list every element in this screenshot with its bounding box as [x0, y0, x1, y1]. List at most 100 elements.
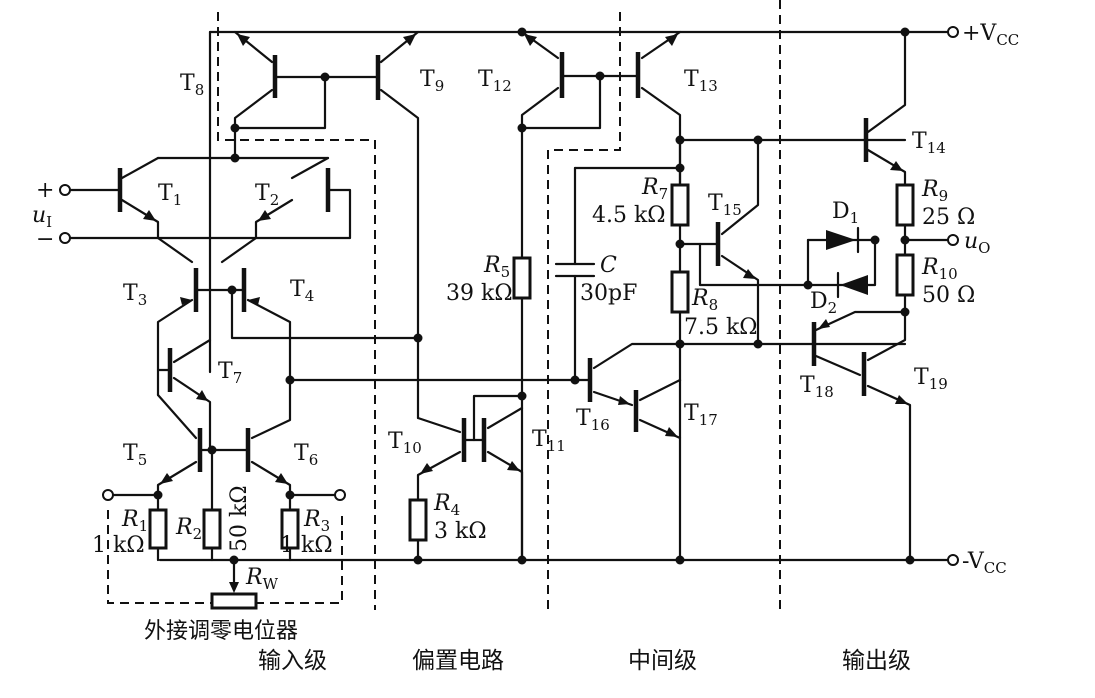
junction-dot: [803, 280, 813, 290]
section-mid-label: 中间级: [628, 648, 697, 674]
t19-emitter: [866, 310, 907, 362]
d2-diode: [840, 275, 868, 295]
t15-label: T15: [708, 191, 742, 219]
r2-value: 50 kΩ: [227, 485, 252, 552]
section-captions: 外接调零电位器 输入级 偏置电路 中间级 输出级: [144, 619, 911, 674]
t9-collector: [379, 88, 420, 420]
t1-label: T1: [158, 181, 182, 209]
t2-emitter: [220, 198, 294, 264]
r4-value: 3 kΩ: [434, 519, 487, 544]
t8-collector: [233, 88, 274, 160]
r10-label: R10: [921, 255, 958, 283]
junction-dot: [675, 339, 685, 349]
section-output-label: 输出级: [842, 648, 911, 674]
t17-collector: [638, 378, 682, 402]
vcc-terminal: [947, 26, 959, 38]
t3-collector: [156, 298, 194, 397]
t18-collector: [814, 354, 862, 377]
c-capacitor: [554, 262, 596, 278]
t8-arrow: [237, 34, 250, 46]
r8-value: 7.5 kΩ: [684, 315, 758, 340]
t10-emitter: [416, 450, 462, 502]
junction-dot: [905, 555, 915, 565]
input-plus-terminal: [59, 184, 71, 196]
rw-potentiometer: [210, 592, 258, 610]
vcc-label: +VCC: [962, 21, 1019, 49]
junction-dot: [675, 135, 685, 145]
input-plus-sign: +: [36, 178, 54, 203]
t1-arrow: [143, 210, 156, 221]
junction-dot: [517, 391, 527, 401]
r8-resistor: [670, 270, 690, 314]
t11-emitter: [486, 450, 524, 562]
t10-collector: [416, 416, 462, 434]
junction-dot: [675, 163, 685, 173]
t13-arrow: [665, 34, 678, 46]
t8-diode-link: [233, 75, 327, 130]
c-value: 30pF: [580, 281, 637, 306]
t7-arrow: [196, 390, 208, 401]
t2-collector: [290, 156, 330, 180]
t5-arrow: [160, 473, 173, 484]
input-label: uI: [32, 203, 52, 231]
vee-label: -VCC: [962, 549, 1007, 577]
t16-collector: [592, 342, 907, 370]
t14-arrow: [890, 161, 903, 171]
junction-dot: [227, 285, 237, 295]
junction-dot: [900, 307, 910, 317]
junction-dot: [230, 153, 240, 163]
junction-dot: [675, 555, 685, 565]
r1-resistor: [148, 508, 168, 550]
junction-dot: [675, 239, 685, 249]
rw-wiper-arrow: [229, 582, 239, 593]
middle-stage: [554, 138, 907, 562]
junction-dot: [595, 71, 605, 81]
r3-label: R3: [303, 507, 330, 535]
junction-dot: [900, 235, 910, 245]
vee-terminal: [947, 554, 959, 566]
t3-arrow: [180, 297, 192, 305]
junction-dot: [517, 123, 527, 133]
t13-collector: [640, 86, 682, 187]
d2-label: D2: [810, 289, 837, 317]
junction-dot: [753, 135, 763, 145]
r8-label: R8: [691, 286, 718, 314]
junction-dot: [517, 27, 527, 37]
input-minus-sign: −: [36, 227, 54, 252]
t18-label: T18: [800, 373, 834, 401]
t6-collector: [250, 378, 292, 440]
r5-value: 39 kΩ: [446, 281, 513, 306]
t19-label: T19: [914, 365, 948, 393]
c-label: C: [600, 253, 617, 278]
r9-label: R9: [921, 177, 948, 205]
r4-label: R4: [433, 491, 460, 519]
t15-collector: [720, 138, 760, 236]
t6-label: T6: [294, 441, 318, 469]
junction-dot: [285, 490, 295, 500]
t9-label: T9: [420, 67, 444, 95]
t5-label: T5: [123, 441, 147, 469]
r4-resistor: [408, 498, 428, 542]
pot-caption: 外接调零电位器: [144, 619, 298, 644]
t3-t4-bias-wire: [230, 288, 420, 340]
r1-r3-bottom-wires: [156, 546, 292, 562]
divider-input-bias: [217, 12, 376, 610]
section-input-label: 输入级: [258, 648, 327, 674]
r7-resistor: [670, 183, 690, 227]
t12-label: T12: [478, 67, 512, 95]
junction-dot: [207, 445, 217, 455]
t3-label: T3: [123, 281, 147, 309]
junction-dot: [285, 375, 295, 385]
pot-terminal-right: [334, 489, 346, 501]
junction-dot: [413, 555, 423, 565]
t17-arrow: [665, 427, 678, 437]
junction-dot: [153, 490, 163, 500]
output-terminal: [947, 234, 959, 246]
diode-bias-wire: [698, 242, 810, 287]
junction-dot: [517, 555, 527, 565]
r5-label: R5: [483, 253, 510, 281]
r7-value: 4.5 kΩ: [592, 203, 666, 228]
r3-value: 1 kΩ: [280, 533, 333, 558]
t14-label: T14: [912, 129, 946, 157]
r2-resistor: [202, 508, 222, 550]
